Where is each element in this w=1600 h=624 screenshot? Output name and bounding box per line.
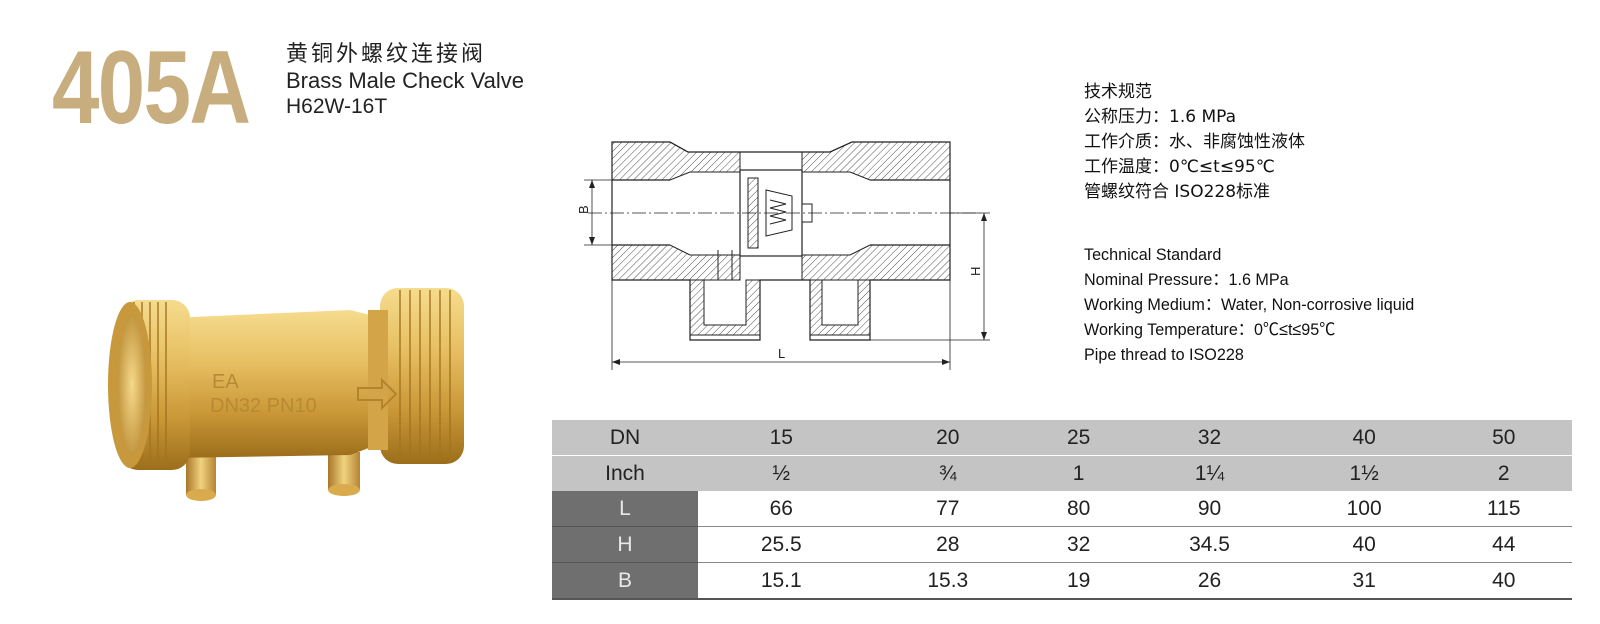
table-header-row-inch: Inch ½ ¾ 1 1¼ 1½ 2 — [552, 455, 1572, 491]
table-cell: 66 — [698, 491, 865, 527]
photo-marking-line2: DN32 PN10 — [210, 395, 317, 417]
header-cell: 20 — [864, 420, 1032, 456]
table-row-h: H 25.5 28 32 34.5 40 44 — [552, 526, 1572, 563]
table-cell: 80 — [1031, 491, 1127, 527]
model-code: 405A — [52, 30, 251, 146]
spec-cn-pressure: 公称压力：1.6 MPa — [1084, 107, 1237, 127]
table-cell: 25.5 — [698, 526, 865, 563]
spec-cn: 技术规范 公称压力：1.6 MPa 工作介质：水、非腐蚀性液体 工作温度：0℃≤… — [1084, 80, 1305, 205]
spec-cn-thread: 管螺纹符合 ISO228标准 — [1084, 182, 1271, 202]
dim-label-b: B — [576, 205, 591, 214]
table-cell: 15.3 — [864, 562, 1032, 600]
header-cell: 15 — [698, 420, 865, 456]
table-cell: 31 — [1292, 562, 1436, 600]
spec-en-medium: Working Medium：Water, Non-corrosive liqu… — [1084, 295, 1415, 314]
dim-label-h: H — [968, 267, 983, 276]
table-cell: 26 — [1126, 562, 1293, 600]
header-cell: 2 — [1435, 455, 1572, 491]
row-label: L — [552, 491, 698, 527]
spec-cn-temperature: 工作温度：0℃≤t≤95℃ — [1084, 157, 1275, 177]
table-cell: 77 — [864, 491, 1032, 527]
spec-cn-heading: 技术规范 — [1084, 82, 1152, 102]
table-row-l: L 66 77 80 90 100 115 — [552, 491, 1572, 527]
header-cell: 1½ — [1292, 455, 1436, 491]
spec-en-heading: Technical Standard — [1084, 245, 1222, 264]
header-cell: ¾ — [864, 455, 1032, 491]
table-cell: 40 — [1435, 562, 1572, 600]
product-title-en: Brass Male Check Valve — [286, 68, 525, 93]
table-cell: 100 — [1292, 491, 1436, 527]
dimensions-table: DN 15 20 25 32 40 50 Inch ½ ¾ 1 1¼ 1½ 2 … — [552, 420, 1572, 600]
table-cell: 28 — [864, 526, 1032, 563]
header-cell: 1¼ — [1126, 455, 1293, 491]
title-block: 黄铜外螺纹连接阀 Brass Male Check Valve H62W-16T — [286, 42, 524, 119]
row-label: H — [552, 526, 698, 563]
header-label: Inch — [552, 455, 698, 491]
product-title-cn: 黄铜外螺纹连接阀 — [286, 42, 487, 67]
header-label: DN — [552, 420, 698, 456]
spec-en: Technical Standard Nominal Pressure：1.6 … — [1084, 242, 1414, 367]
product-code: H62W-16T — [286, 95, 388, 118]
header-cell: ½ — [698, 455, 865, 491]
table-cell: 15.1 — [698, 562, 865, 600]
table-header-row-dn: DN 15 20 25 32 40 50 — [552, 420, 1572, 456]
header-cell: 50 — [1435, 420, 1572, 456]
header-cell: 25 — [1031, 420, 1127, 456]
header-cell: 1 — [1031, 455, 1127, 491]
spec-en-thread: Pipe thread to ISO228 — [1084, 345, 1244, 364]
table-cell: 19 — [1031, 562, 1127, 600]
table-cell: 115 — [1435, 491, 1572, 527]
table-cell: 40 — [1292, 526, 1436, 563]
spec-en-pressure: Nominal Pressure：1.6 MPa — [1084, 270, 1289, 289]
table-row-b: B 15.1 15.3 19 26 31 40 — [552, 562, 1572, 600]
spec-en-temperature: Working Temperature：0℃≤t≤95℃ — [1084, 320, 1336, 339]
technical-drawing: B H L — [576, 141, 990, 370]
table-cell: 34.5 — [1126, 526, 1293, 563]
photo-marking-line1: EA — [212, 371, 239, 393]
header-cell: 40 — [1292, 420, 1436, 456]
header-cell: 32 — [1126, 420, 1293, 456]
spec-cn-medium: 工作介质：水、非腐蚀性液体 — [1084, 132, 1305, 152]
table-cell: 32 — [1031, 526, 1127, 563]
table-cell: 44 — [1435, 526, 1572, 563]
product-photo: EA DN32 PN10 — [108, 288, 464, 501]
table-cell: 90 — [1126, 491, 1293, 527]
row-label: B — [552, 562, 698, 600]
dim-label-l: L — [778, 346, 785, 361]
